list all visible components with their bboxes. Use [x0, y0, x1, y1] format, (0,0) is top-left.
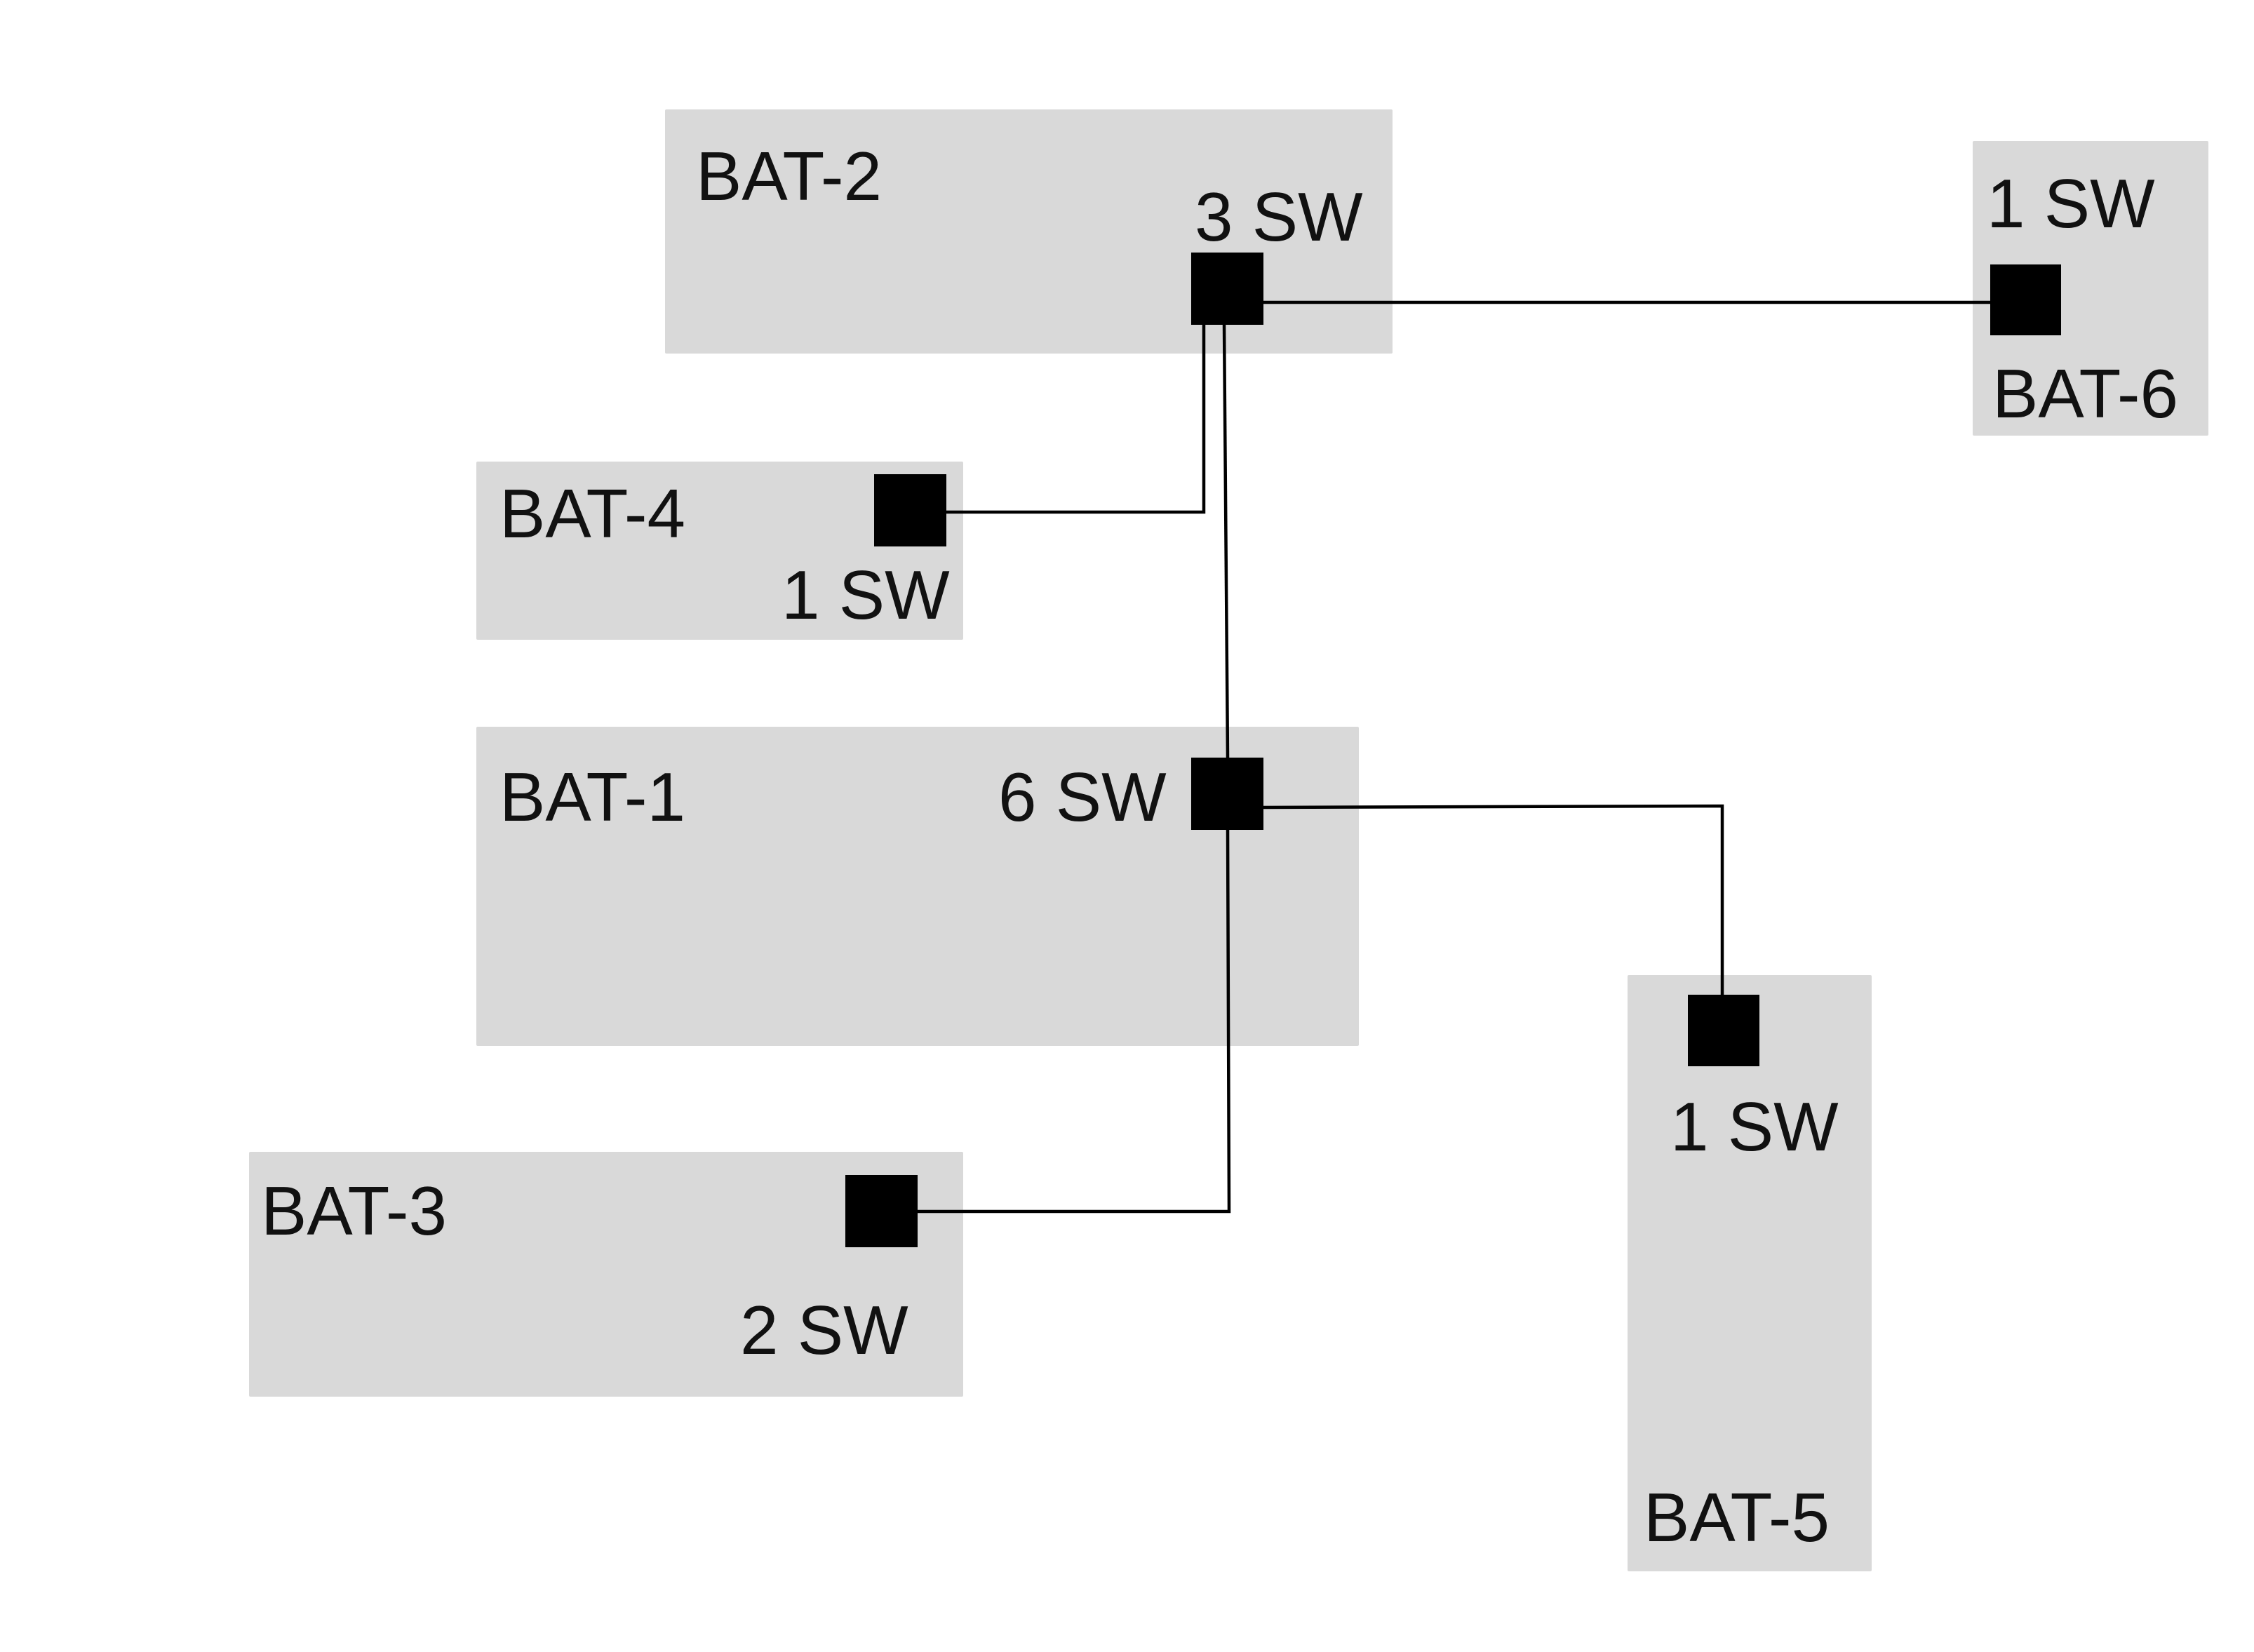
building-bat-4-area — [476, 462, 963, 640]
switch-block-bat-3 — [845, 1175, 918, 1247]
link-bat-1-bat-5 — [1262, 804, 1724, 996]
building-name-bat-5: BAT-5 — [1644, 1479, 1830, 1556]
switch-block-bat-5 — [1688, 995, 1759, 1066]
switch-count-bat-2: 3 SW — [1195, 178, 1363, 255]
building-bat-6-area — [1973, 141, 2208, 436]
building-bat-1-area — [476, 727, 1359, 1046]
building-bat-5 — [1628, 975, 1872, 1571]
building-names: BAT-2 BAT-6 BAT-4 BAT-1 BAT-5 BAT-3 — [261, 137, 2178, 1556]
building-name-bat-1: BAT-1 — [499, 758, 685, 835]
building-bat-3-area — [249, 1152, 963, 1397]
building-name-bat-4: BAT-4 — [499, 475, 685, 552]
switch-block-bat-4 — [874, 474, 946, 546]
building-bat-1 — [476, 727, 1359, 1046]
switch-block-bat-6 — [1990, 264, 2061, 335]
building-name-bat-2: BAT-2 — [696, 137, 882, 215]
link-bat-2-bat-1 — [1222, 323, 1230, 758]
switch-count-bat-6: 1 SW — [1987, 165, 2155, 242]
switch-count-bat-4: 1 SW — [781, 556, 950, 633]
switch-counts: 3 SW 1 SW 1 SW 6 SW 1 SW 2 SW — [740, 165, 2155, 1369]
building-name-bat-6: BAT-6 — [1992, 355, 2178, 432]
link-bat-2-bat-4 — [946, 324, 1206, 514]
building-bat-5-area — [1628, 975, 1872, 1571]
switch-block-bat-1 — [1191, 758, 1263, 830]
switch-count-bat-3: 2 SW — [740, 1291, 908, 1369]
switch-block-bat-2 — [1191, 253, 1263, 325]
links — [918, 300, 2025, 1214]
building-bat-3 — [249, 1152, 963, 1397]
switch-count-bat-5: 1 SW — [1670, 1088, 1839, 1165]
switches — [845, 253, 2061, 1247]
switch-count-bat-1: 6 SW — [998, 758, 1167, 835]
building-bat-6 — [1973, 141, 2208, 436]
building-bat-4 — [476, 462, 963, 640]
building-name-bat-3: BAT-3 — [261, 1172, 447, 1249]
link-bat-1-bat-3 — [918, 828, 1231, 1214]
